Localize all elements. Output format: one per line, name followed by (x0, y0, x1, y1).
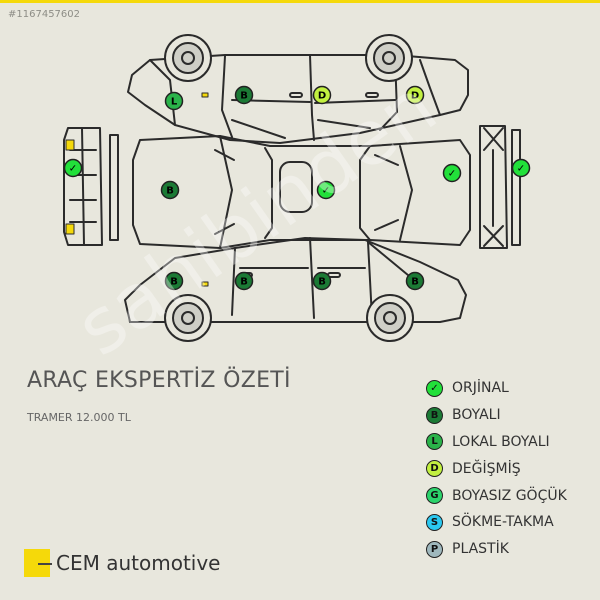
svg-text:✓: ✓ (448, 169, 456, 180)
svg-text:B: B (240, 91, 248, 102)
painted-badge-icon: B (426, 406, 443, 424)
car-left-side-view (127, 34, 469, 144)
svg-text:B: B (318, 277, 326, 288)
legend-item-replaced: D DEĞİŞMİŞ (426, 455, 567, 482)
legend: ✓ ORJİNAL B BOYALI L LOKAL BOYALI D DEĞİ… (426, 375, 567, 563)
marker-right-rear-door: B (312, 271, 332, 291)
marker-left-rear-door: D (312, 85, 332, 105)
tramer-amount: TRAMER 12.000 TL (27, 411, 131, 424)
legend-label: BOYASIZ GÖÇÜK (452, 487, 567, 504)
legend-item-painted: B BOYALI (426, 402, 567, 429)
paintless-dent-badge-icon: G (426, 487, 443, 505)
marker-hood: B (160, 180, 180, 200)
marker-left-front-door: B (234, 85, 254, 105)
report-title: ARAÇ EKSPERTİZ ÖZETİ (27, 368, 291, 393)
check-icon: ✓ (426, 379, 443, 397)
legend-label: PLASTİK (452, 541, 509, 558)
local-painted-badge-icon: L (426, 433, 443, 451)
listing-id: #1167457602 (8, 9, 81, 20)
marker-right-rear-fender: B (405, 271, 425, 291)
top-accent-bar (0, 0, 600, 3)
marker-roof: ✓ (316, 180, 336, 200)
marker-rear-bumper: ✓ (511, 158, 531, 178)
legend-item-plastic: P PLASTİK (426, 536, 567, 563)
brand-logo (24, 549, 52, 577)
svg-text:✓: ✓ (322, 186, 330, 197)
plastic-badge-icon: P (426, 540, 443, 558)
marker-front-bumper: ✓ (63, 158, 83, 178)
car-diagram: L B D D ✓ B ✓ (63, 34, 531, 342)
legend-item-original: ✓ ORJİNAL (426, 375, 567, 402)
car-front-view (63, 127, 119, 246)
legend-item-paintless-dent: G BOYASIZ GÖÇÜK (426, 482, 567, 509)
svg-text:✓: ✓ (517, 164, 525, 175)
svg-text:B: B (411, 277, 419, 288)
brand-name: CEM automotive (56, 551, 221, 575)
marker-right-front-door: B (234, 271, 254, 291)
svg-text:B: B (170, 277, 178, 288)
svg-text:L: L (171, 97, 178, 108)
car-rear-view (479, 125, 521, 249)
car-top-view (132, 135, 471, 249)
replaced-badge-icon: D (426, 460, 443, 478)
svg-text:D: D (318, 91, 326, 102)
car-right-side-view (124, 237, 467, 342)
svg-text:B: B (240, 277, 248, 288)
svg-text:B: B (166, 186, 174, 197)
marker-right-front-fender: B (164, 271, 184, 291)
legend-label: SÖKME-TAKMA (452, 514, 554, 531)
legend-label: BOYALI (452, 407, 501, 424)
legend-item-removed-refitted: S SÖKME-TAKMA (426, 509, 567, 536)
marker-trunk: ✓ (442, 163, 462, 183)
legend-item-local-painted: L LOKAL BOYALI (426, 429, 567, 456)
removed-refitted-badge-icon: S (426, 513, 443, 531)
legend-label: ORJİNAL (452, 380, 509, 397)
svg-text:✓: ✓ (69, 164, 77, 175)
marker-left-rear-fender: D (405, 85, 425, 105)
marker-left-front-fender: L (164, 91, 184, 111)
legend-label: LOKAL BOYALI (452, 433, 550, 450)
svg-text:D: D (411, 91, 419, 102)
legend-label: DEĞİŞMİŞ (452, 460, 521, 477)
